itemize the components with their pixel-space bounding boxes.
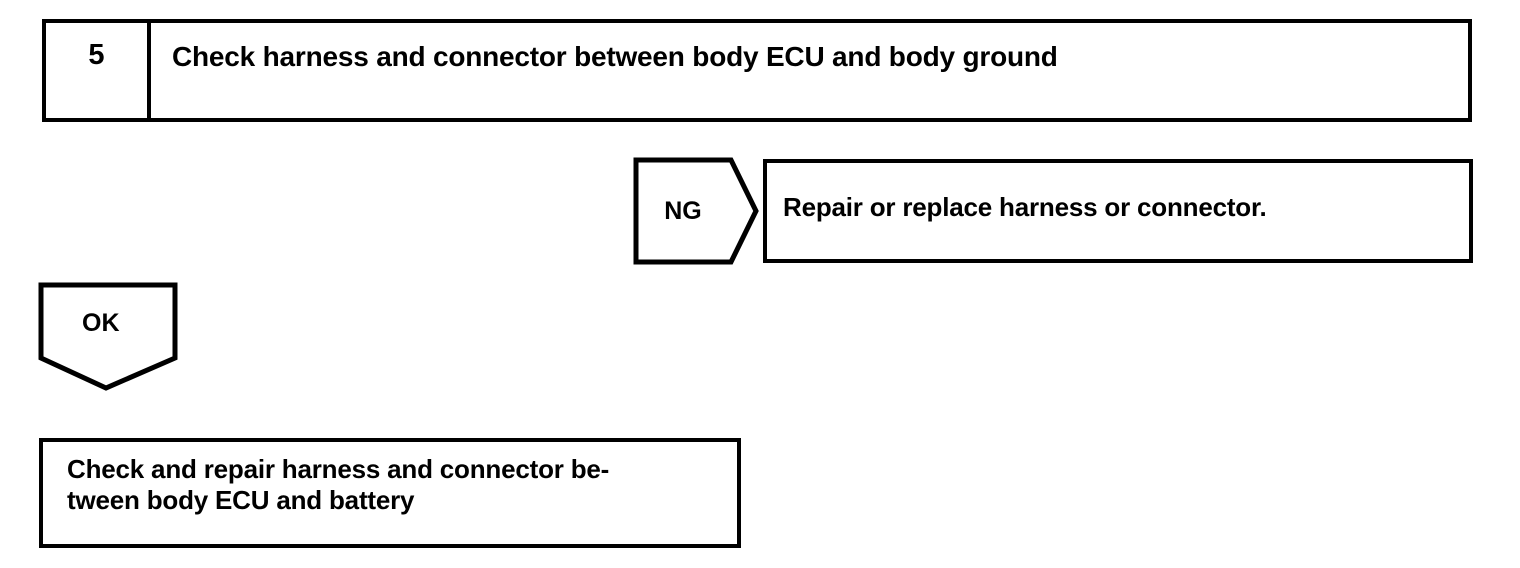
ng-branch-arrow: NG: [633, 157, 759, 265]
ng-result-text: Repair or replace harness or connector.: [783, 192, 1267, 223]
ng-result-box: Repair or replace harness or connector.: [763, 159, 1473, 263]
ok-pentagon-icon: [38, 282, 178, 391]
step-header-box: 5 Check harness and connector between bo…: [42, 19, 1472, 122]
ok-branch-arrow: OK: [38, 282, 178, 392]
step-number-cell: 5: [46, 23, 151, 118]
final-action-text: Check and repair harness and connector b…: [67, 454, 737, 516]
step-title-cell: Check harness and connector between body…: [155, 23, 1468, 118]
final-action-line-2: tween body ECU and battery: [67, 485, 415, 516]
final-action-line-1: Check and repair harness and connector b…: [67, 454, 610, 484]
step-title: Check harness and connector between body…: [172, 41, 1058, 72]
ng-pentagon-icon: [633, 157, 759, 265]
final-action-box: Check and repair harness and connector b…: [39, 438, 741, 548]
ng-branch-label: NG: [664, 196, 702, 225]
ok-branch-label: OK: [82, 308, 120, 337]
step-number: 5: [88, 39, 105, 71]
